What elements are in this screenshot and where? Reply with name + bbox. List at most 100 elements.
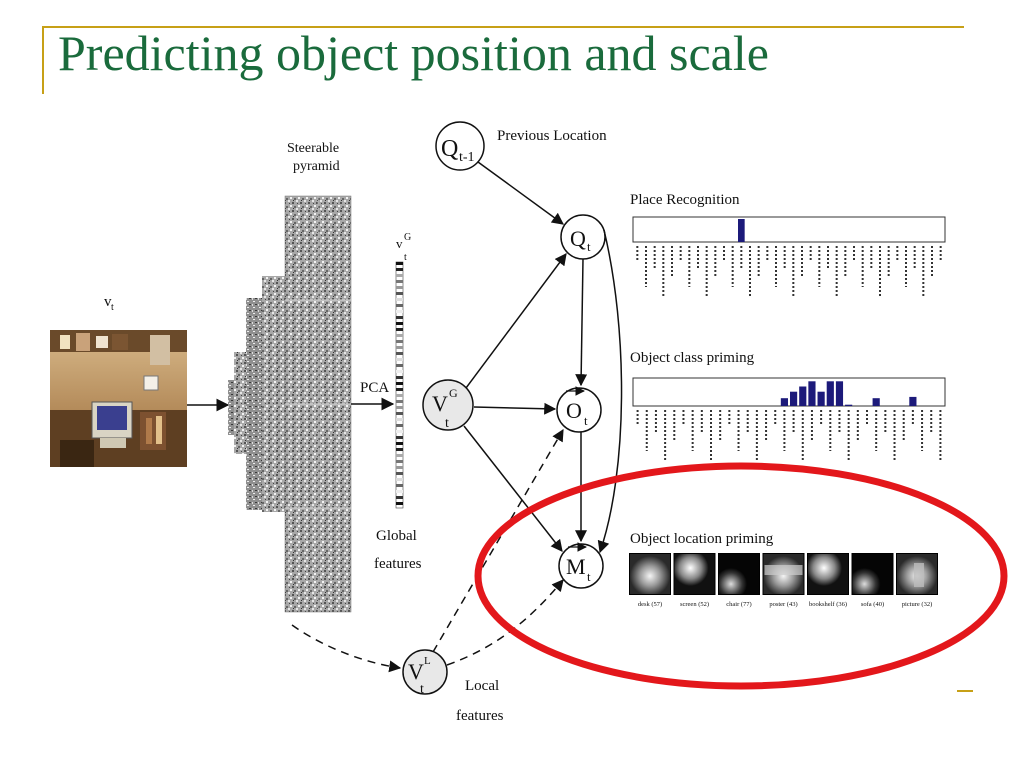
office-scene-image [50,330,187,467]
svg-text:t: t [445,416,449,431]
svg-text:O: O [566,398,582,423]
corner-accent-mark [957,690,973,692]
object-class-bar [808,381,816,406]
svg-text:M: M [566,554,586,579]
node-q-t: Q t [560,214,606,260]
svg-text:G: G [449,386,458,400]
location-map-caption: screen (52) [680,601,709,608]
object-class-category-marks [636,410,942,460]
svg-text:features: features [374,556,422,572]
svg-text:L: L [424,655,431,667]
object-location-priming-label: Object location priming [630,531,774,547]
svg-text:t-1: t-1 [459,150,475,165]
node-v-global: V G t [422,379,474,431]
feature-vector-cell [396,334,403,337]
feature-vector-cell [396,472,403,475]
object-class-bar [790,391,798,406]
feature-vector-cell [396,370,403,373]
steerable-pyramid-label: Steerable pyramid [287,141,340,174]
svg-text:t: t [584,413,588,428]
svg-text:Q: Q [441,136,458,162]
input-image-label: v t [104,294,114,313]
slide-title: Predicting object position and scale [58,25,769,81]
feature-vector-cell [396,424,403,427]
feature-vector-cell [396,346,403,349]
svg-text:pyramid: pyramid [293,159,340,174]
svg-text:t: t [587,239,591,254]
svg-text:Local: Local [465,678,499,694]
feature-vector-cell [396,262,403,265]
place-recognition-bar [738,219,745,242]
feature-vector-cell [396,484,403,487]
location-map-caption: chair (77) [726,601,751,608]
feature-vector-cell [396,382,403,385]
feature-vector-cell [396,304,403,307]
global-features-label: Global features [374,528,422,572]
place-recognition-chart [632,216,946,243]
feature-vector-cell [396,316,403,319]
feature-vector-cell [396,286,403,289]
global-feature-vector-label: v G t [396,232,411,263]
location-map-caption: picture (32) [902,601,933,608]
feature-vector-cell [396,352,403,355]
feature-vector-cell [396,388,403,391]
feature-vector-cell [396,394,403,397]
svg-text:t: t [111,302,114,313]
object-class-bar [872,398,880,406]
object-class-bar [799,386,807,406]
graph-edges [291,161,623,673]
place-recognition-label: Place Recognition [630,192,740,208]
feature-vector-cell [396,466,403,469]
feature-vector-cell [396,358,403,361]
location-map-band [914,563,924,587]
object-class-bar [826,381,834,406]
feature-vector-cell [396,502,403,505]
svg-text:V: V [432,391,448,416]
title-left-rule [42,26,44,94]
location-map-band [764,565,803,575]
object-class-frame [632,377,946,407]
feature-vector-cell [396,442,403,445]
location-map-caption: desk (57) [638,601,662,608]
feature-vector-cell [396,340,403,343]
svg-text:t: t [587,569,591,584]
feature-vector-cell [396,436,403,439]
feature-vector-cell [396,400,403,403]
location-map-heat [808,554,848,594]
location-map-heat [852,554,893,594]
svg-text:Q: Q [570,226,586,251]
feature-vector-cell [396,490,403,493]
node-v-local: V L t [402,649,448,697]
feature-vector-cell [396,460,403,463]
feature-vector-cell [396,298,403,301]
local-features-label: Local features [456,678,504,724]
feature-vector-cell [396,322,403,325]
object-class-priming-label: Object class priming [630,350,755,366]
location-map-caption: bookshelf (36) [809,601,847,608]
place-recognition-category-marks [636,246,942,296]
location-map-caption: poster (43) [769,601,797,608]
svg-text:v: v [104,294,112,310]
svg-text:features: features [456,708,504,724]
object-class-priming-chart [632,377,946,407]
object-class-bar [845,404,853,406]
svg-text:Global: Global [376,528,417,544]
location-map-heat [719,554,759,594]
feature-vector-cell [396,496,403,499]
title-top-rule [42,26,964,28]
feature-vector-cell [396,274,403,277]
steerable-pyramid-stack [228,195,352,613]
svg-text:G: G [404,232,411,243]
feature-vector-cell [396,406,403,409]
object-class-bar [835,381,844,406]
svg-text:Steerable: Steerable [287,141,339,156]
node-o-t: O t [556,386,602,433]
node-m-t: M t [558,542,604,589]
svg-text:v: v [396,236,403,251]
feature-vector-cell [396,412,403,415]
feature-vector-cell [396,364,403,367]
pca-label: PCA [360,380,389,396]
feature-vector-cell [396,418,403,421]
